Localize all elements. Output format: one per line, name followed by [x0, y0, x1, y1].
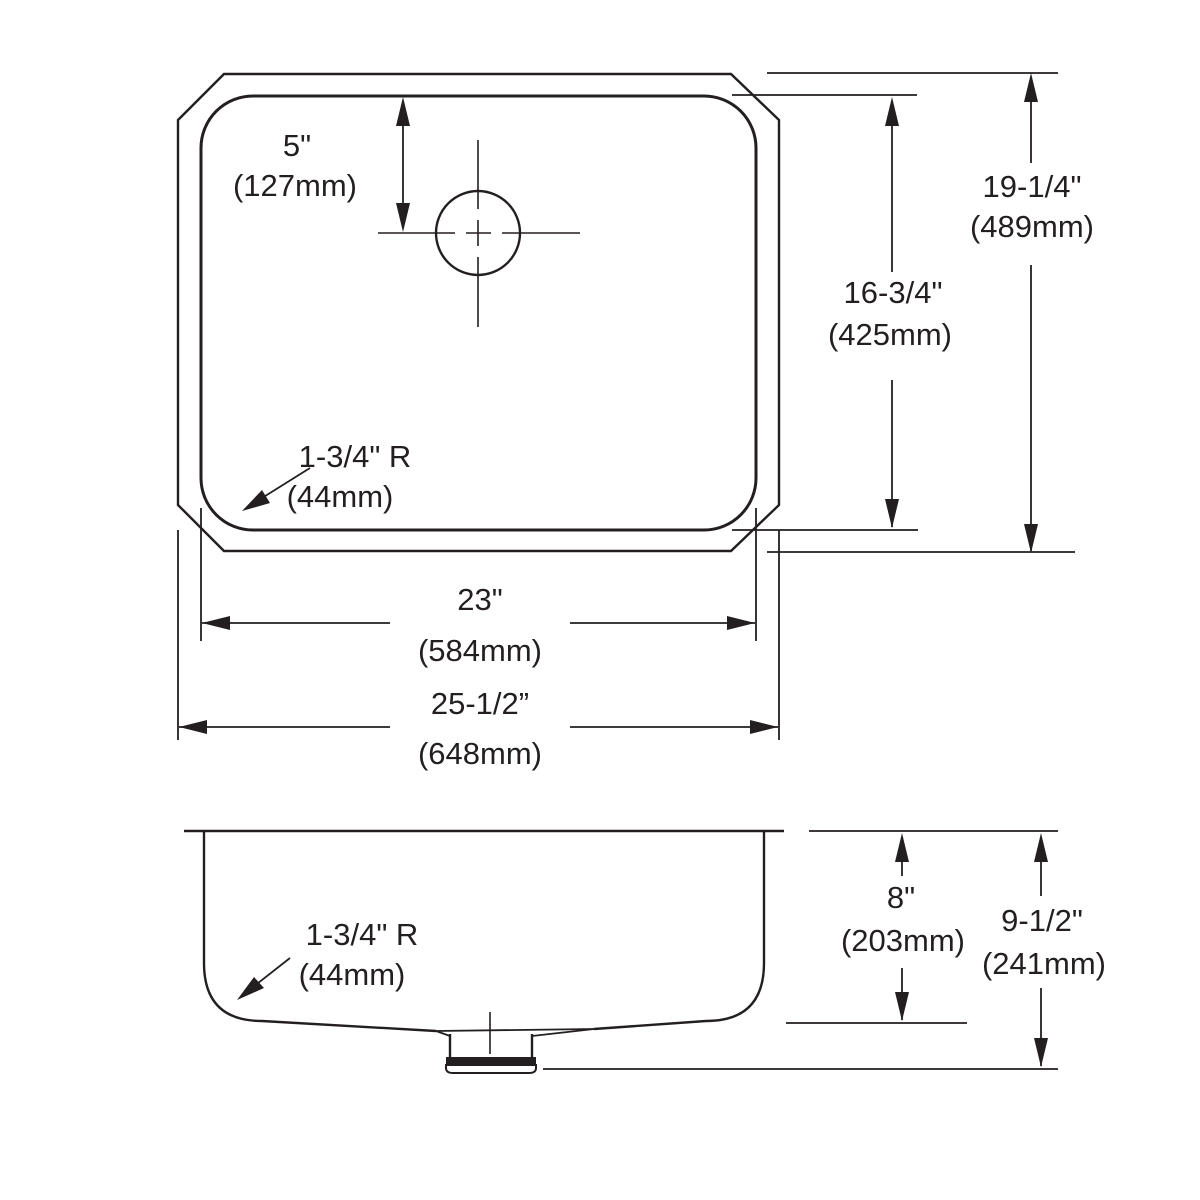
arrowhead-up	[885, 97, 899, 126]
leader-corner-radius-top: 1-3/4" R (44mm)	[242, 439, 411, 514]
arrowhead-down	[885, 499, 899, 528]
arrowhead-up	[396, 97, 410, 126]
bowl-depth-metric: (203mm)	[841, 923, 965, 958]
side-profile	[202, 831, 766, 1033]
overall-width-metric: (648mm)	[418, 736, 542, 771]
dim-overall-height: 9-1/2" (241mm)	[982, 833, 1106, 1067]
dim-faucet-offset: 5" (127mm)	[233, 97, 410, 232]
arrowhead-down	[396, 203, 410, 232]
side-corner-radius-metric: (44mm)	[299, 957, 406, 992]
leader-corner-radius-side: 1-3/4" R (44mm)	[237, 917, 418, 1000]
extension-lines-top-view	[177, 72, 1075, 740]
faucet-offset-inches: 5"	[283, 128, 311, 163]
overall-height-inches: 9-1/2"	[1001, 903, 1083, 938]
corner-radius-inches: 1-3/4" R	[299, 439, 412, 474]
drain-fitting	[435, 1012, 595, 1074]
drain-flange	[435, 1028, 595, 1037]
top-view: 5" (127mm) 1-3/4" R (44mm) 16-3/4" (425m…	[176, 72, 1094, 771]
inner-width-metric: (584mm)	[418, 633, 542, 668]
arrowhead-down	[895, 992, 909, 1021]
faucet-offset-metric: (127mm)	[233, 168, 357, 203]
inner-depth-metric: (425mm)	[828, 317, 952, 352]
arrowhead-up	[1024, 73, 1038, 102]
drain-body	[448, 1034, 534, 1058]
side-corner-radius-inches: 1-3/4" R	[306, 917, 419, 952]
bowl-outline	[199, 94, 758, 532]
extension-lines-side-view	[543, 830, 1058, 1070]
drain-flange-seam	[435, 1028, 595, 1032]
overall-height-metric: (241mm)	[982, 946, 1106, 981]
dim-overall-width: 25-1/2” (648mm)	[179, 686, 778, 771]
drain-gasket-band	[446, 1057, 536, 1065]
dim-inner-width: 23" (584mm)	[202, 582, 755, 668]
inner-depth-inches: 16-3/4"	[844, 275, 943, 310]
leader-arrowhead	[242, 490, 270, 511]
arrowhead-down	[1024, 524, 1038, 553]
overall-width-inches: 25-1/2”	[431, 686, 529, 721]
overall-depth-inches: 19-1/4"	[983, 169, 1082, 204]
drain-nut	[445, 1064, 537, 1074]
arrowhead-right	[750, 720, 778, 734]
arrowhead-up	[895, 833, 909, 862]
leader-arrowhead	[237, 977, 264, 1000]
overall-depth-metric: (489mm)	[970, 209, 1094, 244]
side-view: 1-3/4" R (44mm) 8" (203mm) 9-1/2" (241mm…	[184, 829, 1106, 1074]
arrowhead-right	[727, 616, 755, 630]
inner-width-inches: 23"	[457, 582, 503, 617]
dim-overall-depth: 19-1/4" (489mm)	[970, 73, 1094, 553]
corner-radius-metric: (44mm)	[287, 479, 394, 514]
arrowhead-down	[1034, 1038, 1048, 1067]
dim-inner-depth: 16-3/4" (425mm)	[828, 97, 952, 528]
dim-bowl-depth: 8" (203mm)	[841, 833, 965, 1021]
bowl-depth-inches: 8"	[887, 880, 915, 915]
arrowhead-up	[1034, 833, 1048, 862]
sink-rim-outline	[176, 72, 781, 553]
